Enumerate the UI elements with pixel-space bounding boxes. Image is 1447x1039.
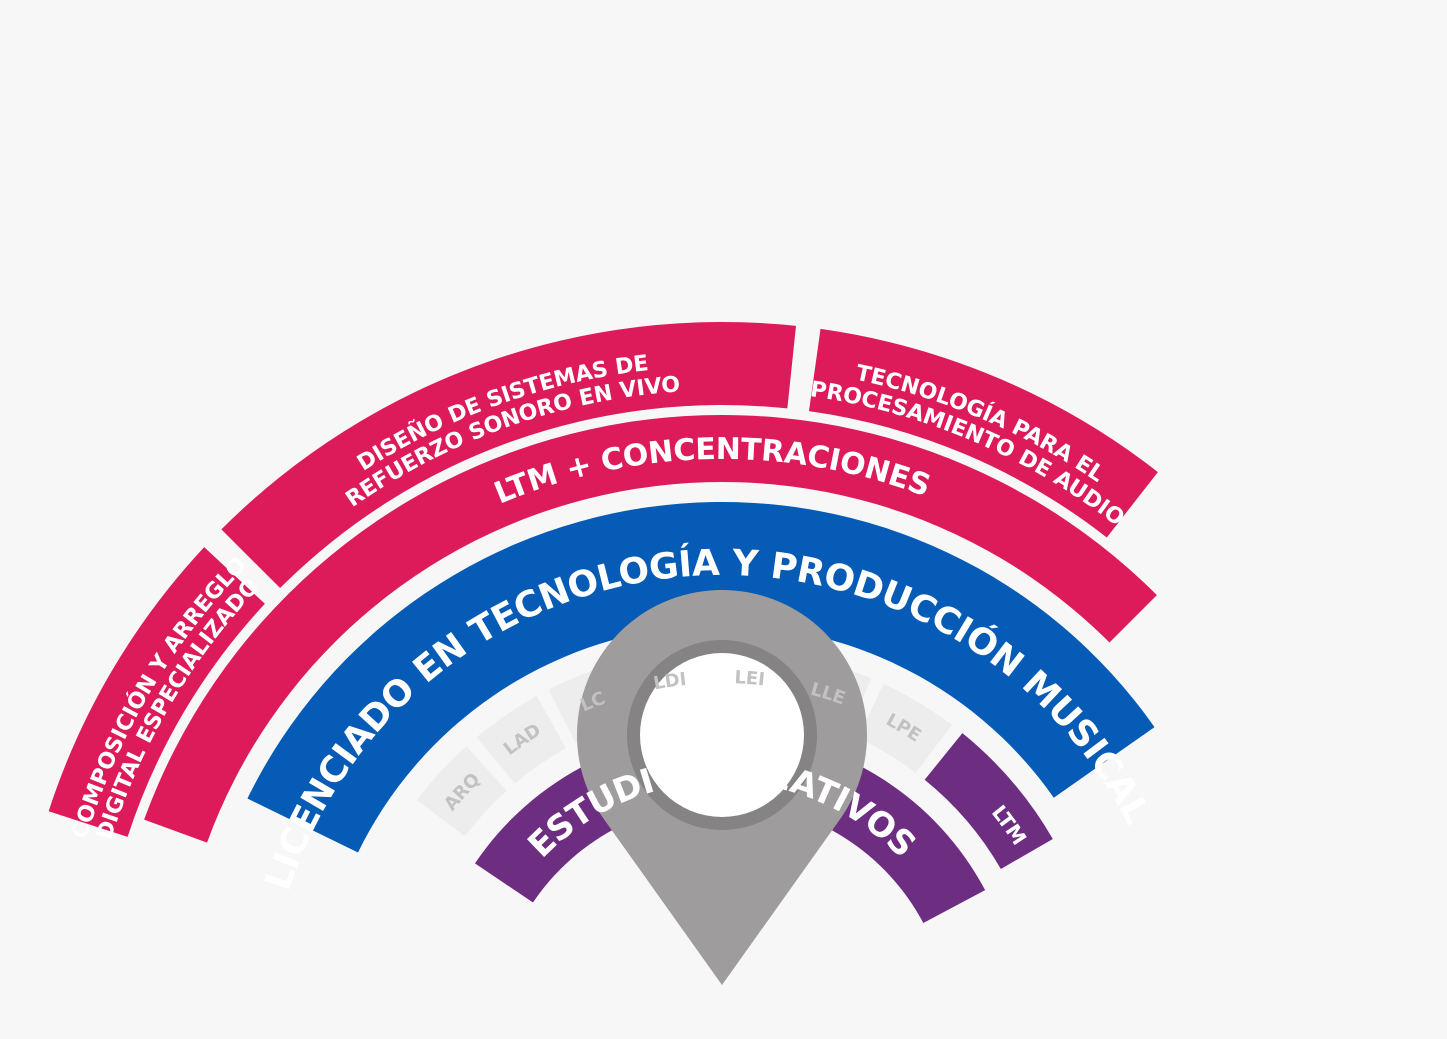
program-tile-lpe bbox=[858, 683, 952, 773]
program-ldi: LDI bbox=[652, 669, 688, 695]
location-pin-icon bbox=[577, 590, 867, 985]
concentraciones-ring bbox=[144, 414, 1157, 843]
outer-sector-left bbox=[48, 547, 265, 837]
program-lei: LEI bbox=[734, 667, 766, 690]
program-tile-arq bbox=[416, 746, 507, 837]
licenciado-ring bbox=[247, 501, 1155, 853]
program-tile-lad bbox=[476, 695, 566, 784]
outer-sector-right bbox=[808, 328, 1158, 538]
outer-sector-center bbox=[221, 322, 797, 589]
program-tile-ltm bbox=[924, 733, 1053, 869]
pin-hole bbox=[640, 653, 804, 817]
